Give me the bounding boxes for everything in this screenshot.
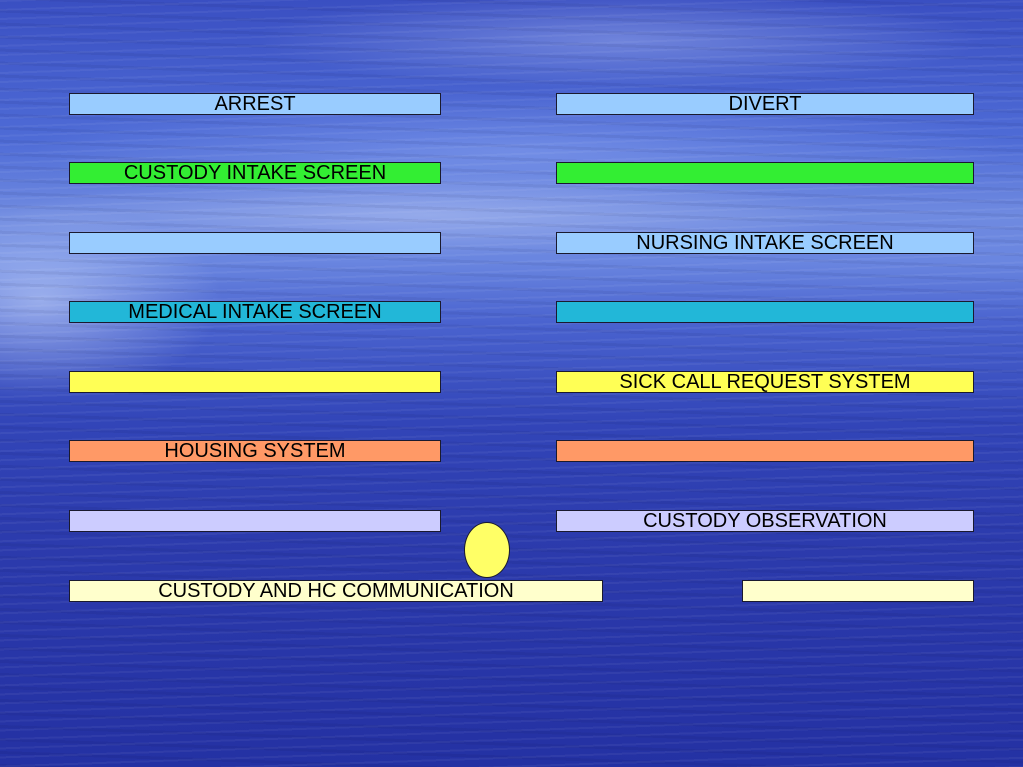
box-sick-call-request-system: SICK CALL REQUEST SYSTEM (556, 371, 974, 393)
box-arrest: ARREST (69, 93, 441, 115)
box-custody-and-hc-communication: CUSTODY AND HC COMMUNICATION (69, 580, 603, 602)
box-custody-observation: CUSTODY OBSERVATION (556, 510, 974, 532)
box-nursing-intake-screen: NURSING INTAKE SCREEN (556, 232, 974, 254)
box-divert: DIVERT (556, 93, 974, 115)
yellow-oval-shape (464, 522, 510, 578)
box-light-blue-empty (69, 232, 441, 254)
box-green-empty (556, 162, 974, 184)
box-yellow-empty (69, 371, 441, 393)
box-orange-empty (556, 440, 974, 462)
box-cream-empty (742, 580, 974, 602)
box-medical-intake-screen: MEDICAL INTAKE SCREEN (69, 301, 441, 323)
box-cyan-empty (556, 301, 974, 323)
box-lavender-empty (69, 510, 441, 532)
box-custody-intake-screen: CUSTODY INTAKE SCREEN (69, 162, 441, 184)
box-housing-system: HOUSING SYSTEM (69, 440, 441, 462)
